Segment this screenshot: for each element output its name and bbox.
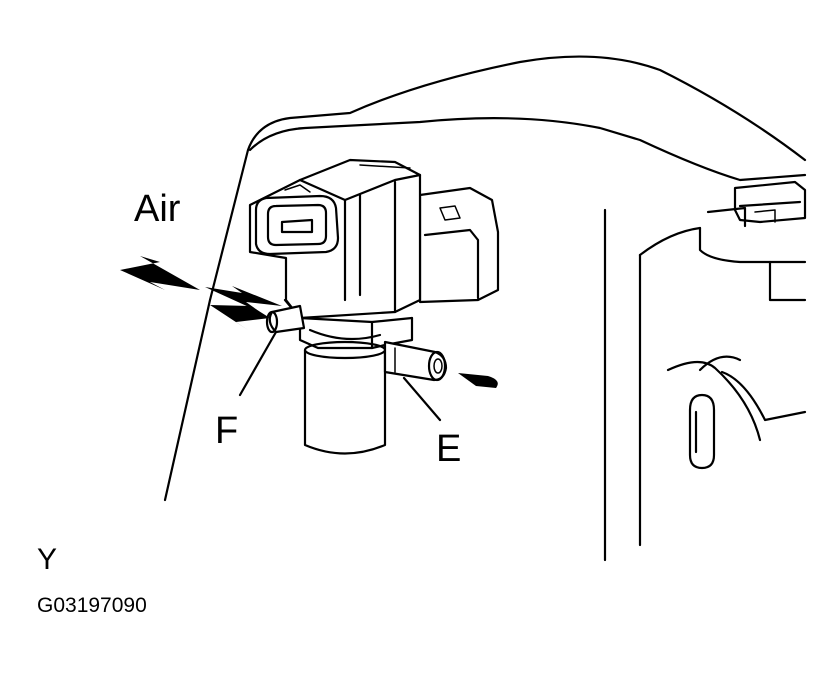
leader-lines — [238, 330, 442, 422]
port-f-label: F — [215, 410, 239, 452]
housing-outline — [163, 55, 807, 562]
figure-code: G03197090 — [37, 594, 147, 617]
solenoid-mount-tab — [418, 186, 500, 304]
air-label: Air — [134, 188, 181, 230]
air-inflow-arrows — [120, 256, 282, 330]
air-outflow-arrow — [458, 373, 498, 388]
connector-housing — [248, 158, 422, 320]
right-bracket — [666, 180, 807, 470]
port-e-label: E — [436, 428, 462, 470]
port-f — [265, 304, 306, 334]
view-label: Y — [37, 543, 58, 576]
solenoid-cylinder — [303, 340, 387, 455]
port-e — [383, 340, 448, 382]
